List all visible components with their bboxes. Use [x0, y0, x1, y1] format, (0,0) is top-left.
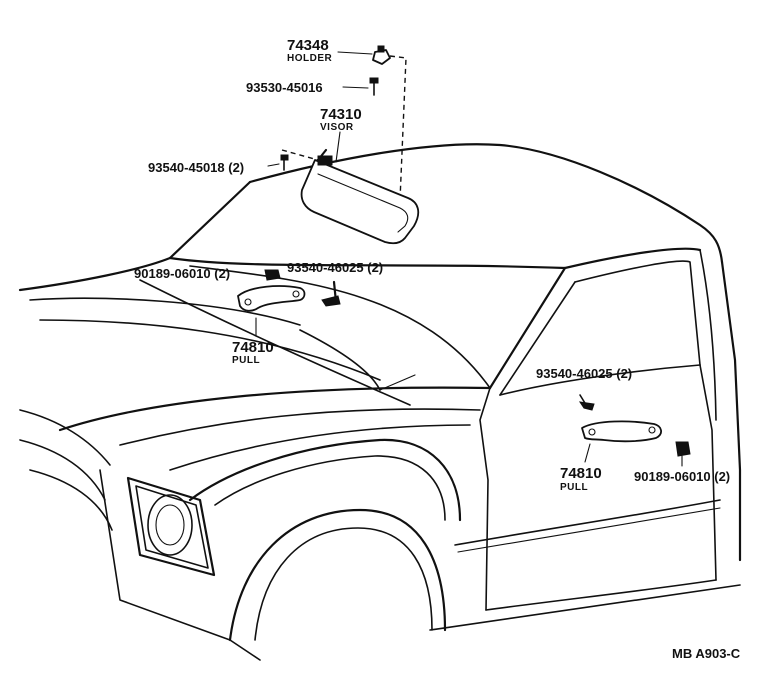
diagram-code: MB A903-C	[672, 646, 741, 661]
holder-part-number: 74348	[287, 37, 329, 54]
pull-screw-rear-number: 93540-46025 (2)	[536, 366, 632, 381]
visor-screw-number: 93540-45018 (2)	[148, 160, 244, 175]
visor-screw[interactable]	[280, 154, 289, 171]
clip-rear[interactable]	[675, 441, 691, 457]
clip-front[interactable]	[264, 269, 281, 281]
pull-screw-rear[interactable]	[578, 394, 595, 411]
holder-screw[interactable]	[369, 77, 379, 96]
clip-front-number: 90189-06010 (2)	[134, 266, 230, 281]
labels: 74348 HOLDER 93530-45016 74310 VISOR 935…	[134, 37, 741, 661]
pull-front-part-number: 74810	[232, 339, 274, 356]
pull-screw-front-number: 93540-46025 (2)	[287, 260, 383, 275]
holder-part[interactable]	[372, 45, 391, 65]
sun-visor-part[interactable]	[300, 148, 420, 245]
visor-part-number: 74310	[320, 106, 362, 123]
pull-front-part-name: PULL	[232, 355, 260, 366]
holder-part-name: HOLDER	[287, 53, 333, 64]
pull-screw-front[interactable]	[321, 280, 341, 307]
clip-rear-number: 90189-06010 (2)	[634, 469, 730, 484]
assist-grip-rear-part[interactable]	[581, 420, 662, 443]
visor-part-name: VISOR	[320, 122, 354, 133]
assist-grip-front-part[interactable]	[237, 285, 306, 312]
truck-outline	[18, 143, 742, 661]
pull-rear-part-name: PULL	[560, 482, 588, 493]
pull-rear-part-number: 74810	[560, 465, 602, 482]
holder-screw-number: 93530-45016	[246, 80, 323, 95]
